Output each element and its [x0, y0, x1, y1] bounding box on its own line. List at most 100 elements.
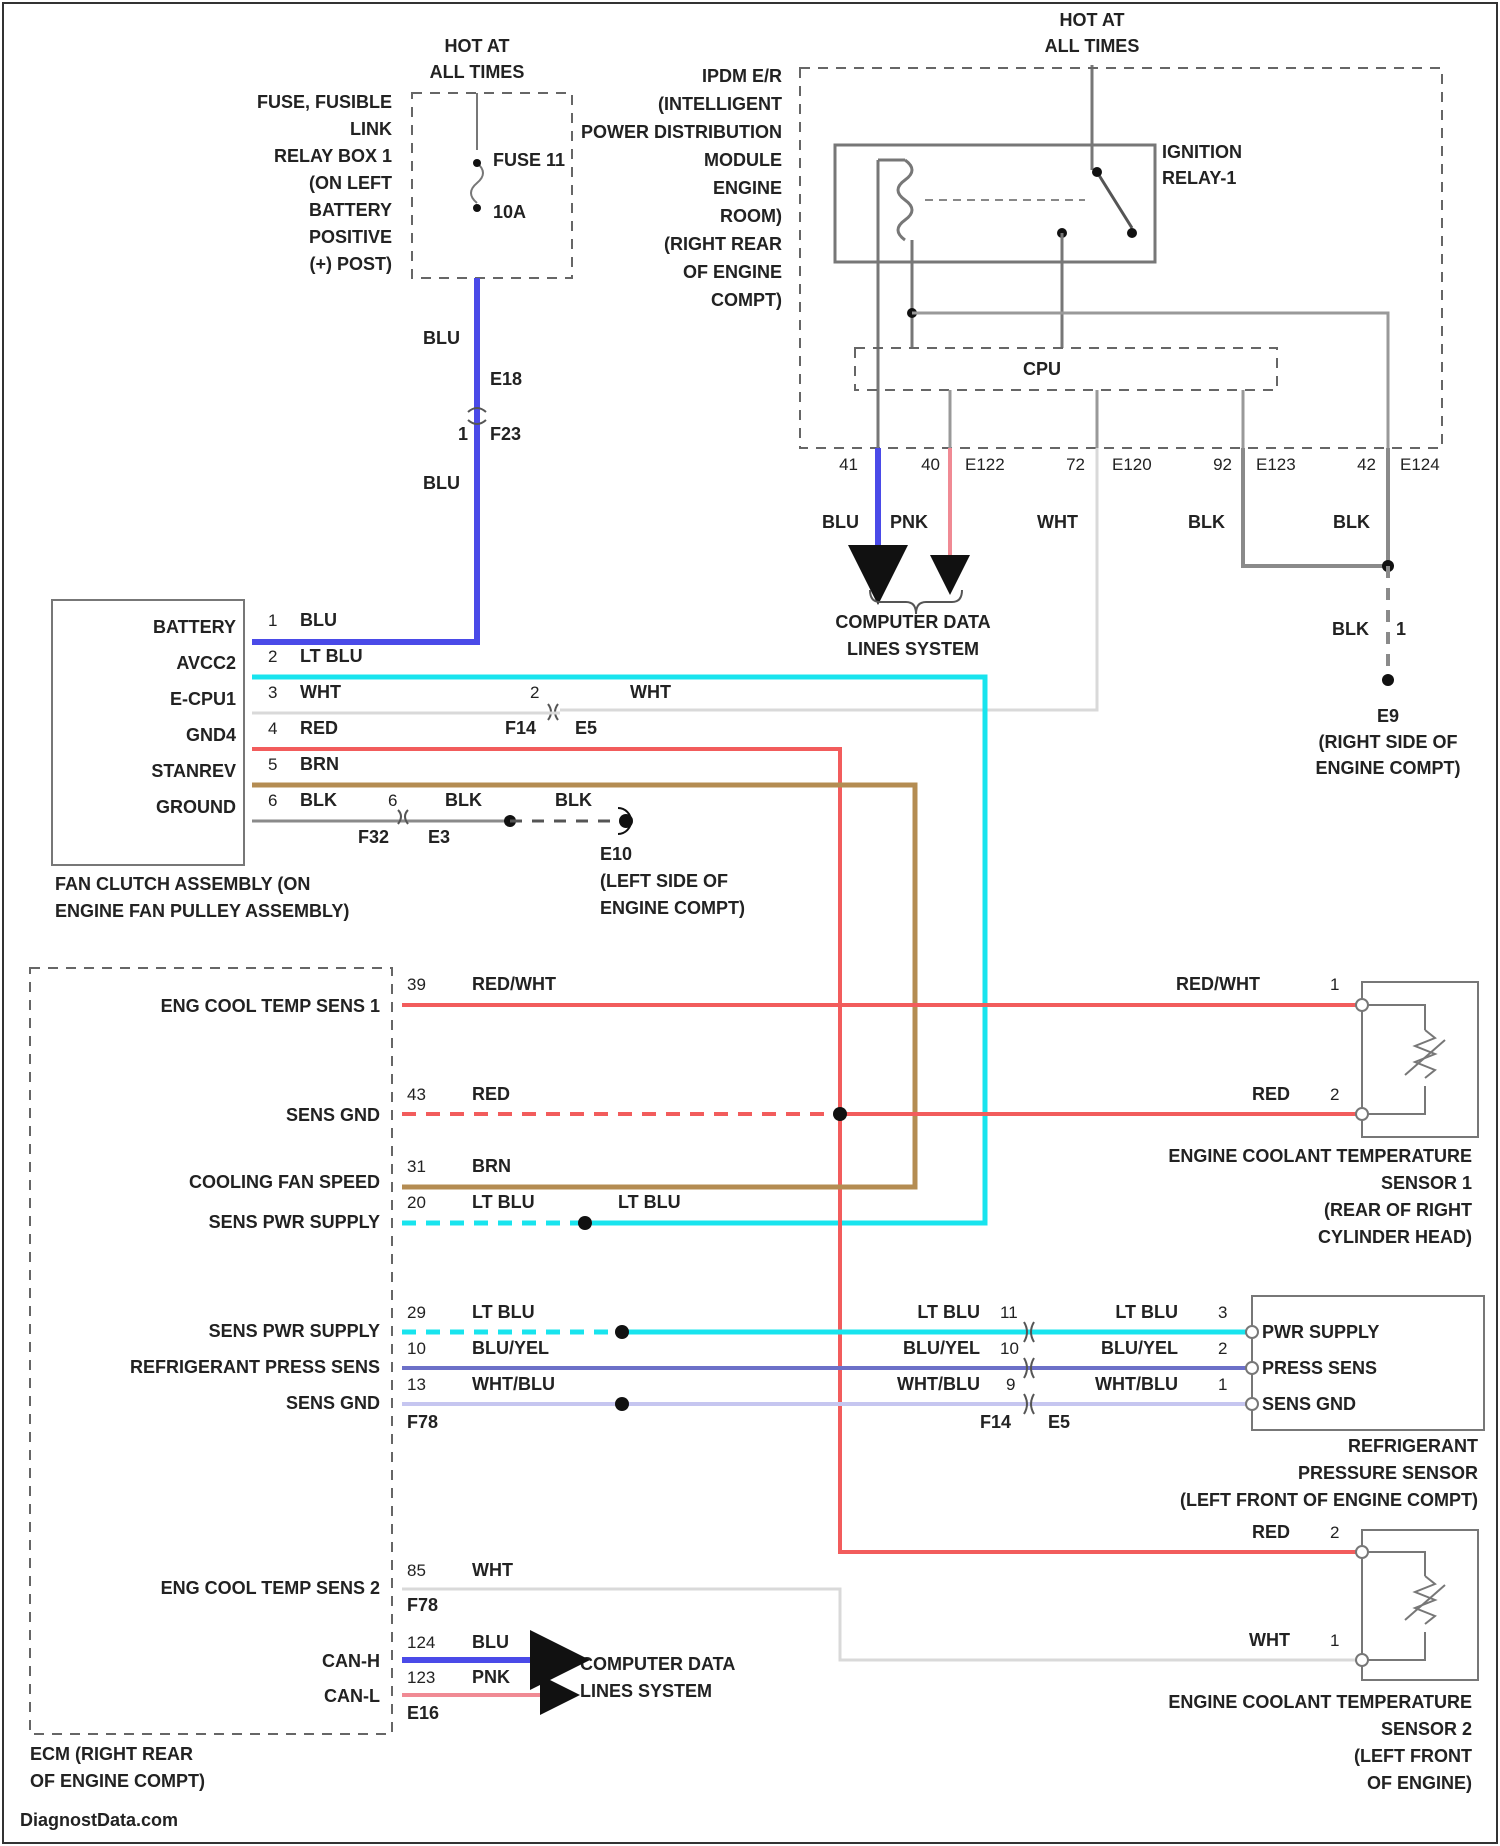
refrig-wire-color: BLU/YEL: [1101, 1338, 1178, 1358]
fan-clutch-desc: ENGINE FAN PULLEY ASSEMBLY): [55, 901, 349, 921]
fan-pin-number: 3: [268, 683, 277, 702]
ipdm-connector: E124: [1400, 455, 1440, 474]
fuse-amperage: 10A: [493, 202, 526, 222]
ecm-connector-f78: F78: [407, 1412, 438, 1432]
ecm-wire-color: BRN: [472, 1156, 511, 1176]
ecm-wire-color: BLU/YEL: [472, 1338, 549, 1358]
fuse-hot-label-2: ALL TIMES: [430, 62, 525, 82]
fuse-desc-line: FUSE, FUSIBLE: [257, 92, 392, 112]
fan-wire-color: BLK: [300, 790, 337, 810]
ipdm-desc-line: ENGINE: [713, 178, 782, 198]
ground-e9-desc: ENGINE COMPT): [1315, 758, 1460, 778]
ecm-desc: ECM (RIGHT REAR: [30, 1744, 193, 1764]
e9-pin: 1: [1396, 619, 1406, 639]
ecm-pin-number: 20: [407, 1193, 426, 1212]
e9-wire-color: BLK: [1332, 619, 1369, 639]
ground-e9-name: E9: [1377, 706, 1399, 726]
ect1-desc: (REAR OF RIGHT: [1324, 1200, 1472, 1220]
fuse-hot-label-1: HOT AT: [445, 36, 510, 56]
refrig-mid-wire: BLU/YEL: [903, 1338, 980, 1358]
fan-pin-label: GROUND: [156, 797, 236, 817]
battery-feed-wire: BLU E18 1 F23 BLU: [252, 278, 522, 642]
refrig-desc: REFRIGERANT: [1348, 1436, 1478, 1456]
fan-pin-number: 6: [268, 791, 277, 810]
refrig-wire-color: LT BLU: [1115, 1302, 1178, 1322]
ipdm-desc-line: OF ENGINE: [683, 262, 782, 282]
feed-wire-color-1: BLU: [423, 328, 460, 348]
fuse-desc-line: BATTERY: [309, 200, 392, 220]
ecm-wire-color: RED/WHT: [472, 974, 556, 994]
feed-pin: 1: [458, 424, 468, 444]
ect2-wire-color: WHT: [1249, 1630, 1290, 1650]
ground-e10-name: E10: [600, 844, 632, 864]
ecm-pin-label: SENS GND: [286, 1105, 380, 1125]
fan-wire-color: WHT: [300, 682, 341, 702]
feed-wire-color-2: BLU: [423, 473, 460, 493]
ecm-pin-number: 31: [407, 1157, 426, 1176]
fuse-desc-line: (+) POST): [309, 254, 392, 274]
ecm-module: ENG COOL TEMP SENS 1 SENS GND COOLING FA…: [30, 968, 735, 1791]
ect1-wire-color: RED: [1252, 1084, 1290, 1104]
ecm-wire-color: LT BLU: [472, 1192, 535, 1212]
ect2-pin: 2: [1330, 1523, 1339, 1542]
refrig-mid-wire: WHT/BLU: [897, 1374, 980, 1394]
fan-pin-number: 1: [268, 611, 277, 630]
refrig-mid-pin: 11: [1000, 1303, 1018, 1322]
ecm-wire-color: LT BLU: [472, 1302, 535, 1322]
refrig-pin-label: PRESS SENS: [1262, 1358, 1377, 1378]
ipdm-desc-line: (INTELLIGENT: [658, 94, 782, 114]
fan-wire-color: BRN: [300, 754, 339, 774]
ecm-pin-label: CAN-H: [322, 1651, 380, 1671]
refrig-pin: 2: [1218, 1339, 1227, 1358]
ecm-pin-label: SENS GND: [286, 1393, 380, 1413]
footer-watermark: DiagnostData.com: [20, 1810, 178, 1830]
fan-pin-number: 4: [268, 719, 277, 738]
refrig-mid-pin: 9: [1006, 1375, 1015, 1394]
fan-pin-number: 5: [268, 755, 277, 774]
cpu-label: CPU: [1023, 359, 1061, 379]
fan-pin-label: GND4: [186, 725, 236, 745]
fan-wire-color: LT BLU: [300, 646, 363, 666]
ect-sensor-2: 2 RED 1 WHT ENGINE COOLANT TEMPERATURE S…: [1168, 1522, 1478, 1793]
ecm-pin-number: 10: [407, 1339, 426, 1358]
fan-gnd-wire: BLK: [445, 790, 482, 810]
fuse-desc-line: (ON LEFT: [309, 173, 392, 193]
fuse-name: FUSE 11: [493, 150, 565, 170]
fan-gnd-pin: 6: [388, 791, 397, 810]
ect2-desc: OF ENGINE): [1367, 1773, 1472, 1793]
ect2-desc: (LEFT FRONT: [1354, 1746, 1472, 1766]
ecm-pin-label: COOLING FAN SPEED: [189, 1172, 380, 1192]
ipdm-pin: 42: [1357, 455, 1376, 474]
fan-pin-label: STANREV: [151, 761, 236, 781]
ecm-wire-color: LT BLU: [618, 1192, 681, 1212]
data-lines-label: LINES SYSTEM: [847, 639, 979, 659]
fuse-desc-line: RELAY BOX 1: [274, 146, 392, 166]
ect2-desc: SENSOR 2: [1381, 1719, 1472, 1739]
ecm-wire-color: PNK: [472, 1667, 510, 1687]
refrig-connector-a: F14: [980, 1412, 1011, 1432]
ipdm-wire-color: BLU: [822, 512, 859, 532]
feed-connector-2: F23: [490, 424, 521, 444]
refrig-pin: 1: [1218, 1375, 1227, 1394]
ecm-wire-color: WHT: [472, 1560, 513, 1580]
ect2-pin: 1: [1330, 1631, 1339, 1650]
ipdm-desc-line: MODULE: [704, 150, 782, 170]
refrig-desc: (LEFT FRONT OF ENGINE COMPT): [1180, 1490, 1478, 1510]
ipdm-wire-color: PNK: [890, 512, 928, 532]
ecm-data-lines-label: COMPUTER DATA: [580, 1654, 735, 1674]
fuse-desc-line: POSITIVE: [309, 227, 392, 247]
ecm-wire-color: WHT/BLU: [472, 1374, 555, 1394]
ipdm-module: HOT AT ALL TIMES IPDM E/R (INTELLIGENT P…: [581, 10, 1442, 474]
ipdm-pin: 72: [1066, 455, 1085, 474]
ipdm-connector: E123: [1256, 455, 1296, 474]
ground-e10-desc: ENGINE COMPT): [600, 898, 745, 918]
ecm-pin-label: ENG COOL TEMP SENS 2: [161, 1578, 380, 1598]
fan-pin-label: AVCC2: [176, 653, 236, 673]
ipdm-desc-line: ROOM): [720, 206, 782, 226]
ecm-pin-number: 124: [407, 1633, 435, 1652]
ipdm-pin: 92: [1213, 455, 1232, 474]
refrig-pin-label: SENS GND: [1262, 1394, 1356, 1414]
fuse-box: HOT AT ALL TIMES FUSE 11 10A FUSE, FUSIB…: [257, 36, 572, 278]
relay-label-2: RELAY-1: [1162, 168, 1236, 188]
ipdm-pin: 41: [839, 455, 858, 474]
